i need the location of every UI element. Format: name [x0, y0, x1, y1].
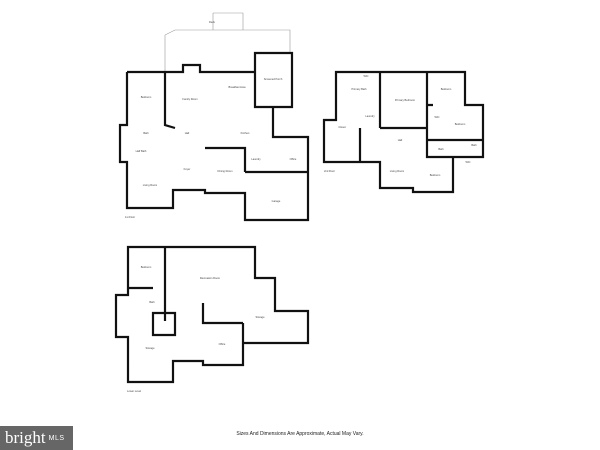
- room-label: Bath: [149, 300, 155, 304]
- room-label: Dining Room: [218, 169, 233, 173]
- room-label: WIC: [363, 74, 368, 78]
- room-label: Bedroom: [141, 265, 152, 269]
- room-label: Recreation Room: [200, 276, 220, 280]
- room-label: Closet: [338, 125, 346, 129]
- first-floor-plan: Deck Bedroom Family Room Breakfast Area …: [118, 12, 310, 222]
- room-label: Screened Porch: [264, 77, 283, 81]
- room-label: Bath: [438, 147, 444, 151]
- room-label: Hall: [185, 131, 190, 135]
- room-label: Laundry: [251, 157, 261, 161]
- room-label: Office: [290, 157, 297, 161]
- room-label: Storage: [255, 315, 265, 319]
- room-label: Bedroom: [430, 173, 441, 177]
- room-label: Deck: [209, 20, 216, 24]
- room-label: Primary Bath: [352, 87, 368, 91]
- room-label: Laundry: [365, 114, 375, 118]
- room-label: WIC: [434, 115, 439, 119]
- bright-mls-logo: bright MLS: [0, 426, 73, 450]
- room-label: Garage: [272, 199, 281, 203]
- deck-outline: [164, 12, 291, 72]
- room-label: Kitchen: [241, 131, 250, 135]
- first-floor-walls: [118, 51, 310, 222]
- room-label: Hall: [398, 138, 403, 142]
- room-label: Living Room: [143, 183, 157, 187]
- room-label: Bedroom: [141, 95, 152, 99]
- lower-level-walls: [114, 245, 310, 384]
- room-label: Living Room: [390, 169, 404, 173]
- room-label: Office: [219, 342, 226, 346]
- floor-label: Lower Level: [127, 389, 141, 393]
- room-label: Bath: [471, 143, 477, 147]
- room-label: Bedroom: [441, 87, 452, 91]
- room-label: Foyer: [184, 167, 191, 171]
- second-floor-plan: Primary Bath WIC Primary Bedroom Laundry…: [322, 70, 485, 194]
- logo-suffix: MLS: [48, 434, 65, 442]
- room-label: Breakfast Area: [228, 85, 246, 89]
- lower-level-plan: Bedroom Recreation Room Bath Storage Sto…: [114, 245, 310, 393]
- room-label: Primary Bedroom: [395, 98, 415, 102]
- floor-label: 1st Floor: [125, 215, 135, 219]
- second-floor-walls: [322, 70, 485, 194]
- disclaimer-text: Sizes And Dimensions Are Approximate, Ac…: [236, 431, 364, 437]
- room-label: Family Room: [182, 97, 197, 101]
- room-label: Bath: [143, 131, 149, 135]
- logo-brand: bright: [5, 428, 46, 447]
- room-label: Half Bath: [136, 149, 147, 153]
- room-label: Bedroom: [455, 122, 466, 126]
- room-label: Storage: [145, 346, 155, 350]
- room-label: WIC: [465, 160, 470, 164]
- floor-label: 2nd Floor: [324, 169, 335, 173]
